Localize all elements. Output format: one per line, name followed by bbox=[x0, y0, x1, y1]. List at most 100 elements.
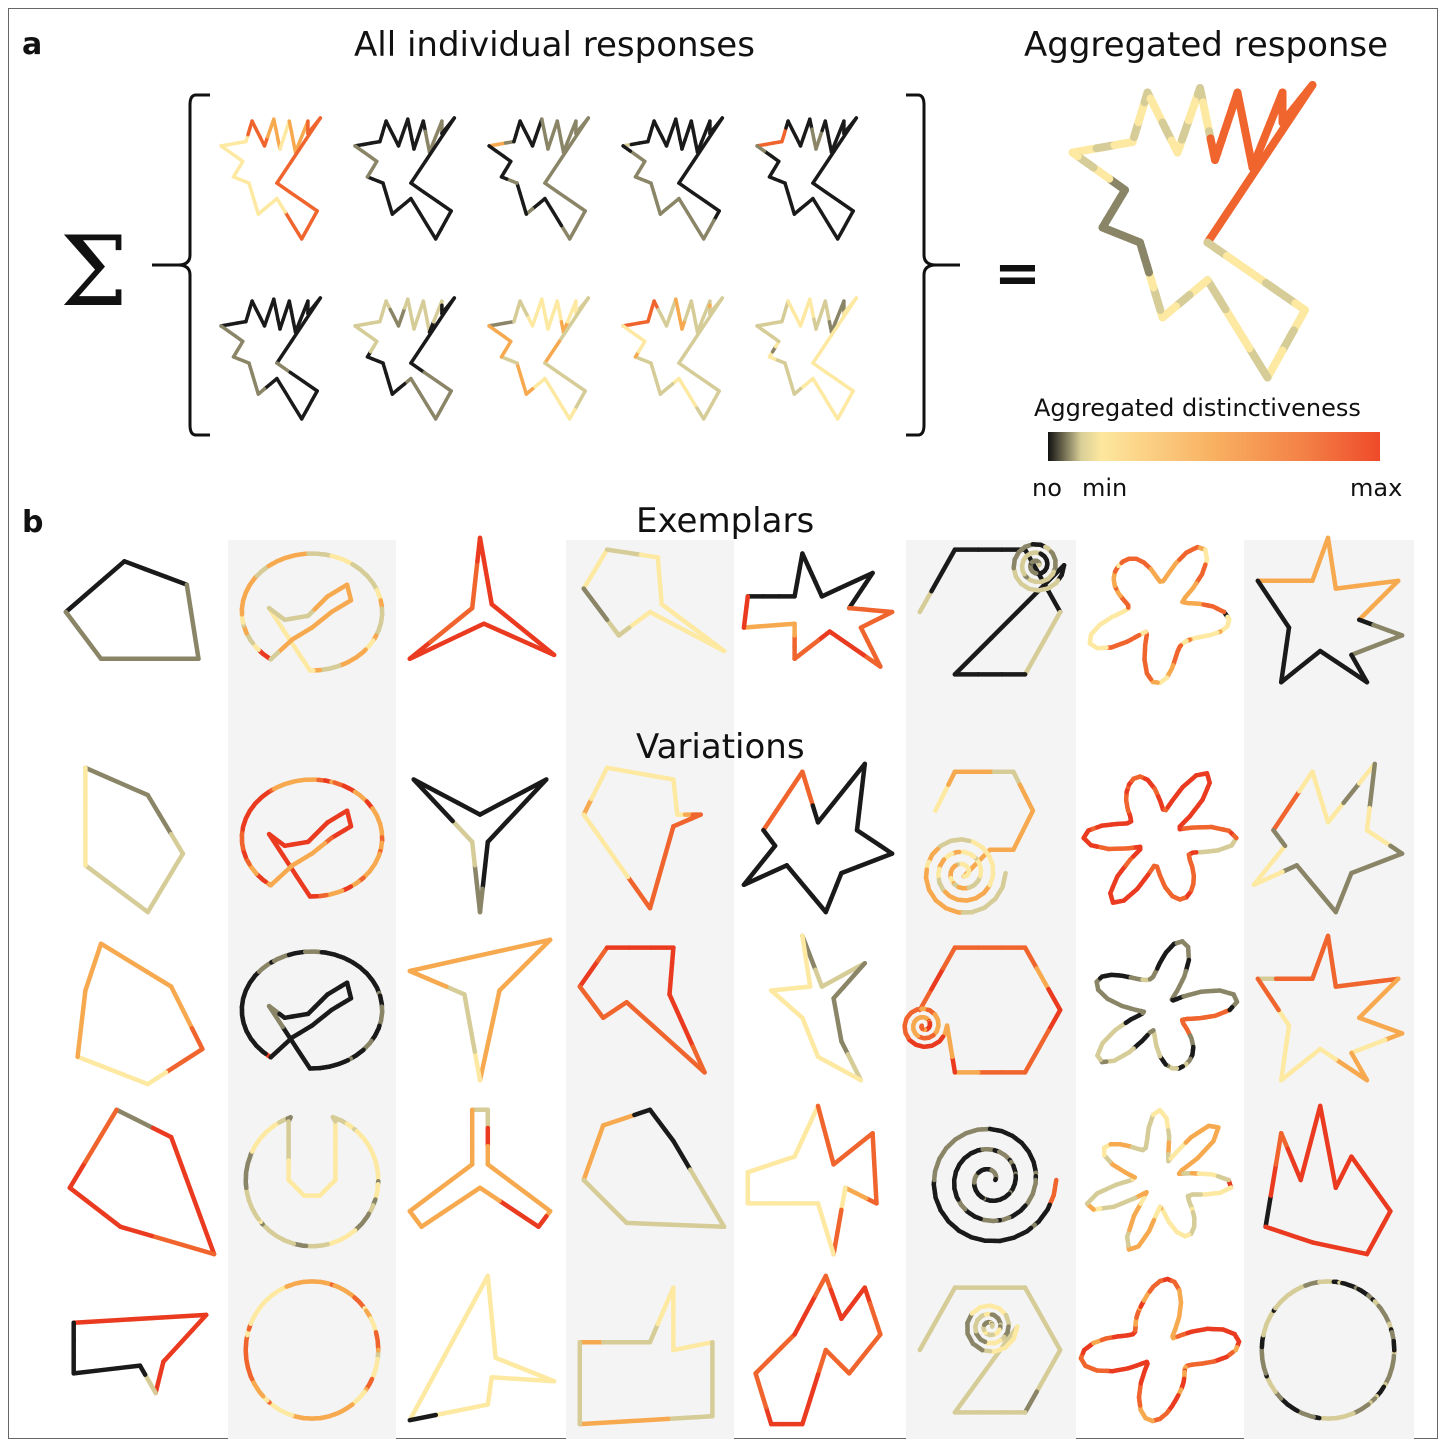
shape-segment bbox=[1278, 1229, 1300, 1240]
shape-c3-r1 bbox=[407, 535, 557, 662]
shape-segment bbox=[577, 1419, 627, 1427]
shape-segment bbox=[425, 403, 438, 421]
shape-segment bbox=[831, 996, 839, 1015]
shape-segment bbox=[807, 1372, 821, 1402]
shape-segment bbox=[800, 551, 812, 571]
shape-segment bbox=[1022, 651, 1040, 677]
shape-segment bbox=[800, 1015, 810, 1034]
shape-segment bbox=[515, 181, 522, 196]
shape-segment bbox=[833, 309, 842, 324]
shape-segment bbox=[671, 1138, 693, 1172]
shape-segment bbox=[929, 568, 946, 594]
shape-segment bbox=[811, 159, 830, 185]
shape-segment bbox=[433, 1321, 465, 1375]
shape-segment bbox=[838, 199, 855, 213]
shape-segment bbox=[836, 578, 858, 591]
shape-segment bbox=[1251, 869, 1267, 888]
shape-segment bbox=[578, 209, 587, 223]
shape-segment bbox=[1284, 788, 1302, 813]
shape-segment bbox=[1310, 962, 1320, 982]
shape-segment bbox=[755, 869, 775, 881]
shape-segment bbox=[823, 119, 830, 134]
shape-segment bbox=[1046, 1007, 1063, 1034]
shape-segment bbox=[572, 296, 591, 322]
shape-segment bbox=[124, 783, 151, 798]
shape-segment bbox=[758, 622, 780, 629]
shape-segment bbox=[699, 129, 708, 144]
shape-segment bbox=[1011, 769, 1023, 787]
shape-segment bbox=[595, 945, 610, 963]
shape-c5-r5 bbox=[753, 1273, 883, 1427]
shape-segment bbox=[1328, 1158, 1339, 1191]
shape-segment bbox=[93, 1365, 121, 1374]
shape-segment bbox=[1343, 870, 1354, 889]
shape-segment bbox=[67, 1185, 89, 1204]
shape-segment bbox=[1024, 795, 1036, 813]
shape-segment bbox=[829, 320, 838, 334]
shape-segment bbox=[652, 191, 659, 206]
shape-segment bbox=[247, 181, 254, 196]
shape-segment bbox=[677, 181, 695, 195]
shape-segment bbox=[472, 1049, 483, 1083]
shape-segment bbox=[1068, 148, 1082, 161]
shape-segment bbox=[766, 1345, 784, 1363]
shape-segment bbox=[839, 864, 861, 876]
shape-segment bbox=[824, 190, 842, 204]
individual-response-shape bbox=[487, 296, 591, 421]
shape-segment bbox=[145, 792, 162, 817]
shape-segment bbox=[485, 1162, 511, 1183]
shape-segment bbox=[831, 984, 847, 1001]
shape-segment bbox=[600, 1117, 622, 1128]
shape-c6-r2 bbox=[923, 769, 1036, 915]
shape-segment bbox=[409, 376, 421, 394]
shape-segment bbox=[758, 1388, 769, 1410]
shape-segment bbox=[168, 984, 184, 1010]
shape-segment bbox=[774, 788, 792, 813]
shape-segment bbox=[157, 870, 174, 895]
shape-segment bbox=[1310, 1240, 1333, 1249]
shape-segment bbox=[485, 579, 494, 607]
shape-segment bbox=[811, 376, 823, 394]
shape-segment bbox=[940, 547, 958, 573]
individual-response-shape bbox=[755, 116, 859, 241]
shape-segment bbox=[1304, 1128, 1316, 1158]
shape-segment bbox=[411, 777, 436, 803]
shape-c3-r4 bbox=[407, 1107, 553, 1230]
shape-segment bbox=[589, 560, 602, 578]
shape-segment bbox=[63, 609, 80, 630]
left-bracket bbox=[152, 93, 210, 437]
shape-segment bbox=[823, 1273, 834, 1293]
shape-segment bbox=[1255, 578, 1271, 599]
shape-segment bbox=[1367, 783, 1375, 811]
shape-c4-r4 bbox=[581, 1107, 727, 1230]
shape-segment bbox=[481, 621, 510, 637]
shape-segment bbox=[293, 140, 302, 154]
shape-segment bbox=[521, 202, 529, 216]
shape-segment bbox=[289, 317, 308, 344]
shape-segment bbox=[293, 320, 302, 334]
shape-segment bbox=[543, 159, 562, 185]
shape-segment bbox=[184, 582, 193, 612]
shape-segment bbox=[1346, 1247, 1370, 1257]
colorbar-title: Aggregated distinctiveness bbox=[1034, 394, 1361, 422]
shape-segment bbox=[250, 191, 257, 206]
shape-segment bbox=[572, 116, 591, 142]
individual-response-shape bbox=[219, 296, 323, 421]
shape-segment bbox=[63, 592, 88, 615]
shape-segment bbox=[1315, 786, 1326, 808]
shape-segment bbox=[459, 1402, 491, 1413]
shape-segment bbox=[811, 361, 829, 375]
shape-segment bbox=[433, 788, 461, 806]
shape-segment bbox=[826, 1142, 836, 1167]
shape-segment bbox=[1002, 870, 1008, 880]
shape-segment bbox=[302, 379, 319, 393]
shape-segment bbox=[677, 339, 696, 365]
shape-c6-r1 bbox=[917, 542, 1067, 677]
shape-segment bbox=[518, 371, 525, 386]
shape-segment bbox=[1310, 564, 1320, 584]
shape-segment bbox=[71, 1317, 121, 1325]
shape-segment bbox=[792, 579, 800, 599]
shape-segment bbox=[570, 379, 587, 393]
shape-segment bbox=[581, 1159, 593, 1183]
shape-segment bbox=[665, 1414, 715, 1422]
